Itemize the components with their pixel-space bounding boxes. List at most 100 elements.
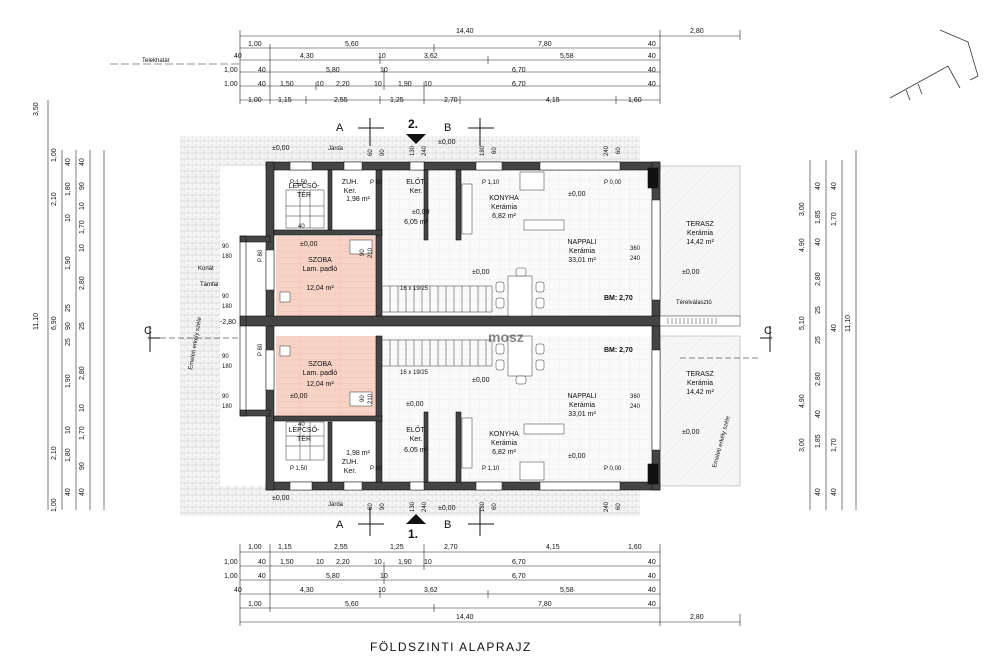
entry-door-bottom [409,481,425,491]
dim-label: 1,80 [65,448,72,462]
site-sketch [889,29,979,101]
stairs [285,189,493,461]
dim-label: 5,10 [799,316,806,330]
dim-label: 6,70 [512,67,526,74]
page-title: FÖLDSZINTI ALAPRAJZ [370,640,532,654]
entrance-number-2: 2. [408,117,418,131]
kitchen-counter-top [461,183,473,235]
dim-label: 1,00 [224,81,238,88]
nappali-floor-bottom [460,336,652,482]
opening-label: 240 [604,145,610,156]
stair-label-bottom: 16 x 19/25 [400,370,429,376]
opening-label: P 1,10 [482,180,500,186]
dim-label: 1,00 [248,601,262,608]
right-dimension-lines [809,150,857,510]
wall-int-top-1 [375,169,383,317]
terrace-top [659,165,741,317]
room-szoba-floor: Lam. padló [303,266,338,273]
opening-label: P 0,00 [604,466,622,472]
opening-label: P 1,50 [290,466,308,472]
walls [239,161,661,491]
room-zuh-floor: Ker. [344,468,357,475]
level-label: ±0,00 [438,139,456,146]
dim-label: 10 [79,244,86,252]
room-floors [276,170,652,482]
chair [515,375,527,385]
dim-label: 5,60 [345,601,359,608]
entry-arrow-bottom [406,514,426,524]
wall-stub-1 [239,235,271,243]
dim-label: 1,90 [398,559,412,566]
dim-label: 10 [424,81,432,88]
opening-label: 90 [380,503,386,510]
dim-label: 40 [65,158,72,166]
level-label: ±0,00 [682,429,700,436]
opening-label: 60 [616,503,622,510]
level-label: ±0,00 [568,191,586,198]
dining-table-top [507,275,533,317]
chair [495,281,505,293]
level-label: ±0,00 [568,453,586,460]
window [343,161,363,171]
dim-label: 40 [815,182,822,190]
chair [495,297,505,309]
level-label: ±0,00 [472,269,490,276]
dim-label: 10 [374,559,382,566]
dim-label: 25 [65,304,72,312]
room-elot-floor: Ker. [410,436,423,443]
room-lepcso-label: LÉPCSŐ- [289,425,320,434]
opening-label: P 1,50 [290,180,308,186]
misc-labels: Járda Járda Korlát Támfal Emeleti erkély… [188,139,732,512]
dim-label: 40 [234,587,242,594]
dim-label: 40 [648,601,656,608]
opening-label: 40 [298,422,305,428]
room-konyha-label: KONYHA [489,195,519,202]
bm-label-top: BM: 2,70 [604,295,633,302]
room-zuh-label: ZUH. [342,179,358,186]
dim-label: 5,58 [560,53,574,60]
dim-label: 7,80 [538,601,552,608]
dim-label: 40 [648,41,656,48]
room-nappali-label: NAPPALI [567,239,596,246]
terrace-door-top [651,199,661,301]
dim-label: 10 [65,214,72,222]
room-konyha-area: 6,82 m² [492,449,516,456]
level-label: ±0,00 [682,269,700,276]
dim-label: 1,00 [224,559,238,566]
paving-bottom [180,486,640,516]
section-a-top: A [336,122,344,134]
room-nappali-floor: Kerámia [569,402,595,409]
dim-label: 1,90 [398,81,412,88]
dim-label: 40 [648,53,656,60]
top-dimension-text: 14,40 2,80 1,00 5,60 7,80 40 40 4,30 10 … [142,28,704,104]
opening-label: P 80 [370,466,383,472]
dim-label: 10 [79,202,86,210]
entrance-number-1: 1. [408,527,418,541]
room-zuh-area: 1,98 m² [346,196,370,203]
dim-label: 25 [65,338,72,346]
room-lepcso-label-2: TÉR [297,190,311,199]
opening-label: 60 [368,149,374,156]
dim-label: 2,55 [334,544,348,551]
kitchen-island-bottom [519,461,545,481]
dim-label: 2,80 [79,276,86,290]
dim-label: 1,60 [628,544,642,551]
wall-int-bot-3 [327,421,333,483]
dim-label: 4,15 [546,544,560,551]
opening-label: 180 [480,501,486,512]
divider-label: Térelválasztó [676,300,712,306]
dim-label: 10 [79,404,86,412]
room-elot-floor: Ker. [410,188,423,195]
terrace-door-bottom [651,349,661,451]
dim-label: 4,90 [799,394,806,408]
chair [495,359,505,371]
chair [535,359,545,371]
room-konyha-floor: Kerámia [491,440,517,447]
chair [535,297,545,309]
dim-label: 40 [234,53,242,60]
sofa-bottom [523,423,565,435]
window [475,161,503,171]
dim-label: 40 [831,488,838,496]
chair [495,343,505,355]
level-label: -2,80 [220,319,236,326]
